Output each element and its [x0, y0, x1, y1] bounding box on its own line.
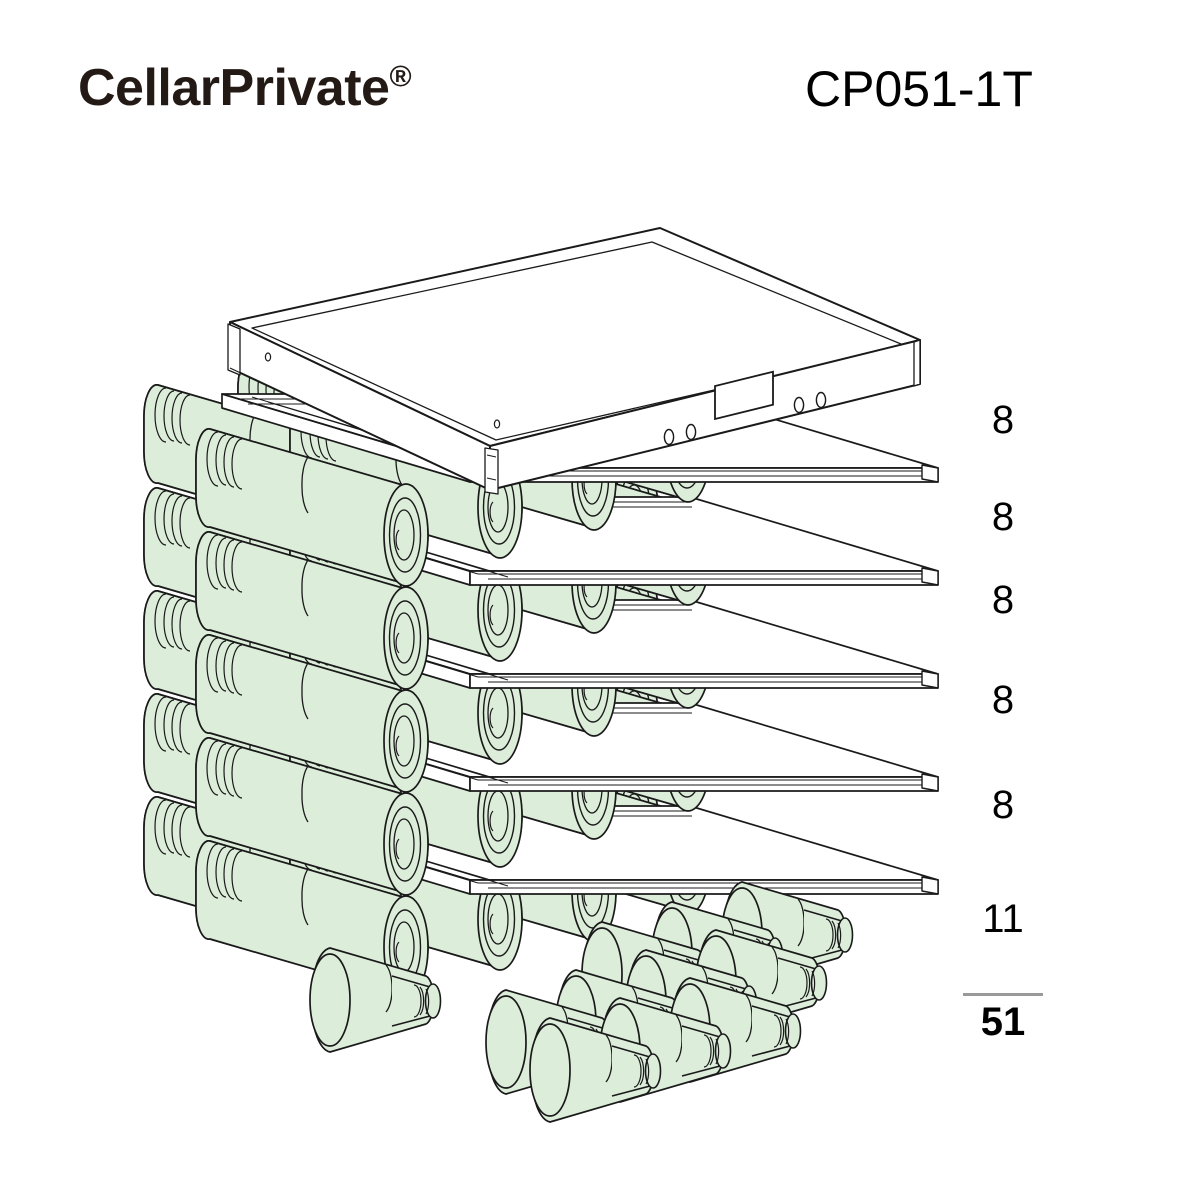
shelf-capacity-1: 8 [991, 398, 1015, 442]
cabinet-top-panel [227, 227, 921, 495]
control-panel-display [714, 370, 774, 421]
control-button-icon [663, 428, 675, 446]
shelf-capacity-6: 11 [982, 897, 1024, 941]
registered-trademark-icon: ® [389, 60, 412, 94]
screw-hole-icon [264, 352, 272, 362]
total-capacity-label: 51 [980, 1000, 1026, 1044]
model-number-label: CP051-1T [805, 61, 1033, 117]
control-button-icon [685, 423, 697, 441]
shelf-capacity-2: 8 [991, 495, 1015, 539]
shelf-capacity-3: 8 [991, 578, 1015, 622]
shelf-capacity-4: 8 [991, 678, 1015, 722]
control-button-icon [793, 396, 805, 414]
control-button-icon [815, 391, 827, 409]
brand-logo: CellarPrivate® [78, 58, 412, 118]
total-divider-rule [963, 993, 1043, 996]
shelf-capacity-5: 8 [991, 783, 1015, 827]
brand-name-text: CellarPrivate [78, 59, 390, 117]
screw-hole-icon [493, 419, 501, 429]
